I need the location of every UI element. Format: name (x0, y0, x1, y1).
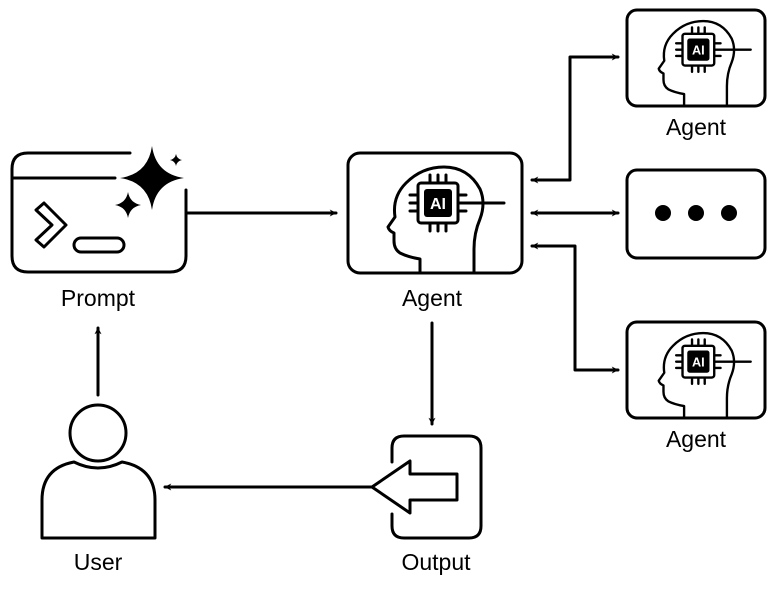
ai-head-icon: AI (657, 19, 752, 107)
ai-head-icon: AI (657, 331, 752, 419)
agent-main-label: Agent (402, 285, 463, 311)
more-agents-node (625, 168, 767, 260)
user-body-icon (40, 460, 157, 540)
agent-main-node: AI Agent (346, 151, 524, 311)
sparkle-tiny-icon (170, 154, 182, 166)
svg-text:AI: AI (430, 196, 446, 213)
edges (94, 53, 620, 491)
agent-top-node: AI Agent (625, 8, 767, 140)
terminal-cursor-icon (72, 236, 126, 254)
edge-agent-top (530, 53, 620, 184)
prompt-node: Prompt (10, 146, 188, 311)
user-node: User (40, 403, 157, 575)
agent-bottom-node: AI Agent (625, 320, 767, 452)
sparkle-small-icon (115, 192, 141, 218)
terminal-chevron-icon (34, 201, 68, 249)
svg-text:AI: AI (692, 355, 705, 369)
user-head-icon (68, 403, 128, 463)
agent-bottom-label: Agent (666, 426, 727, 452)
agent-top-label: Agent (666, 114, 727, 140)
prompt-window-frame (10, 151, 188, 274)
user-label: User (74, 549, 123, 575)
output-node: Output (370, 434, 483, 575)
sparkle-large-icon (120, 146, 184, 210)
ai-head-icon: AI (386, 165, 506, 275)
output-label: Output (401, 549, 471, 575)
prompt-label: Prompt (61, 285, 136, 311)
edge-agent-bottom (530, 242, 620, 374)
output-arrow-icon (370, 459, 459, 515)
svg-text:AI: AI (692, 43, 705, 57)
ellipsis-icon (655, 205, 671, 221)
